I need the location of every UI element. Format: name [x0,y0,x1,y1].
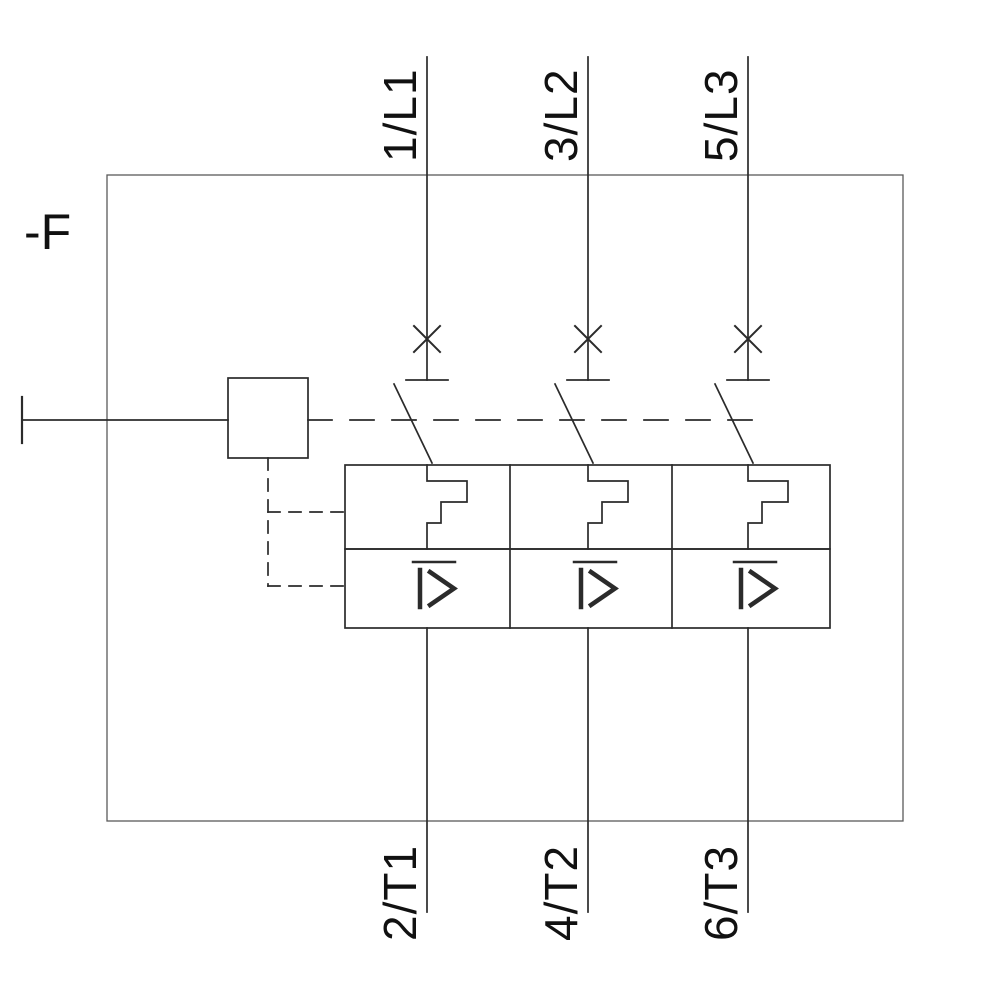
labels: -F 1/L1 3/L2 5/L3 2/T1 4/T2 6/T3 [24,68,747,941]
breaker-cross-icon [573,324,603,354]
magnetic-trip-icon [732,560,779,610]
magnetic-trip-icon [411,560,458,610]
thermal-overload-icon [426,464,468,550]
terminal-label-bottom-3: 6/T3 [695,845,747,941]
terminal-label-bottom-1: 2/T1 [374,845,426,941]
operator-assembly [20,377,758,587]
switch-blade [392,382,434,465]
pole-1 [392,56,468,913]
terminal-label-top-2: 3/L2 [535,68,587,162]
thermal-overload-icon [587,464,629,550]
thermal-overload-icon [747,464,789,550]
breaker-cross-icon [412,324,442,354]
conductor-lines [20,56,831,913]
switch-blade [553,382,595,465]
breaker-cross-icon [733,324,763,354]
pole-3 [713,56,789,913]
device-outline-frame [106,174,904,822]
terminal-label-bottom-2: 4/T2 [535,845,587,941]
manual-operator-icon [227,377,309,459]
pole-2 [553,56,629,913]
magnetic-trip-icon [572,560,619,610]
terminal-label-top-1: 1/L1 [374,68,426,162]
switch-blade [713,382,755,465]
terminal-label-top-3: 5/L3 [695,68,747,162]
device-designation-label: -F [24,204,71,260]
